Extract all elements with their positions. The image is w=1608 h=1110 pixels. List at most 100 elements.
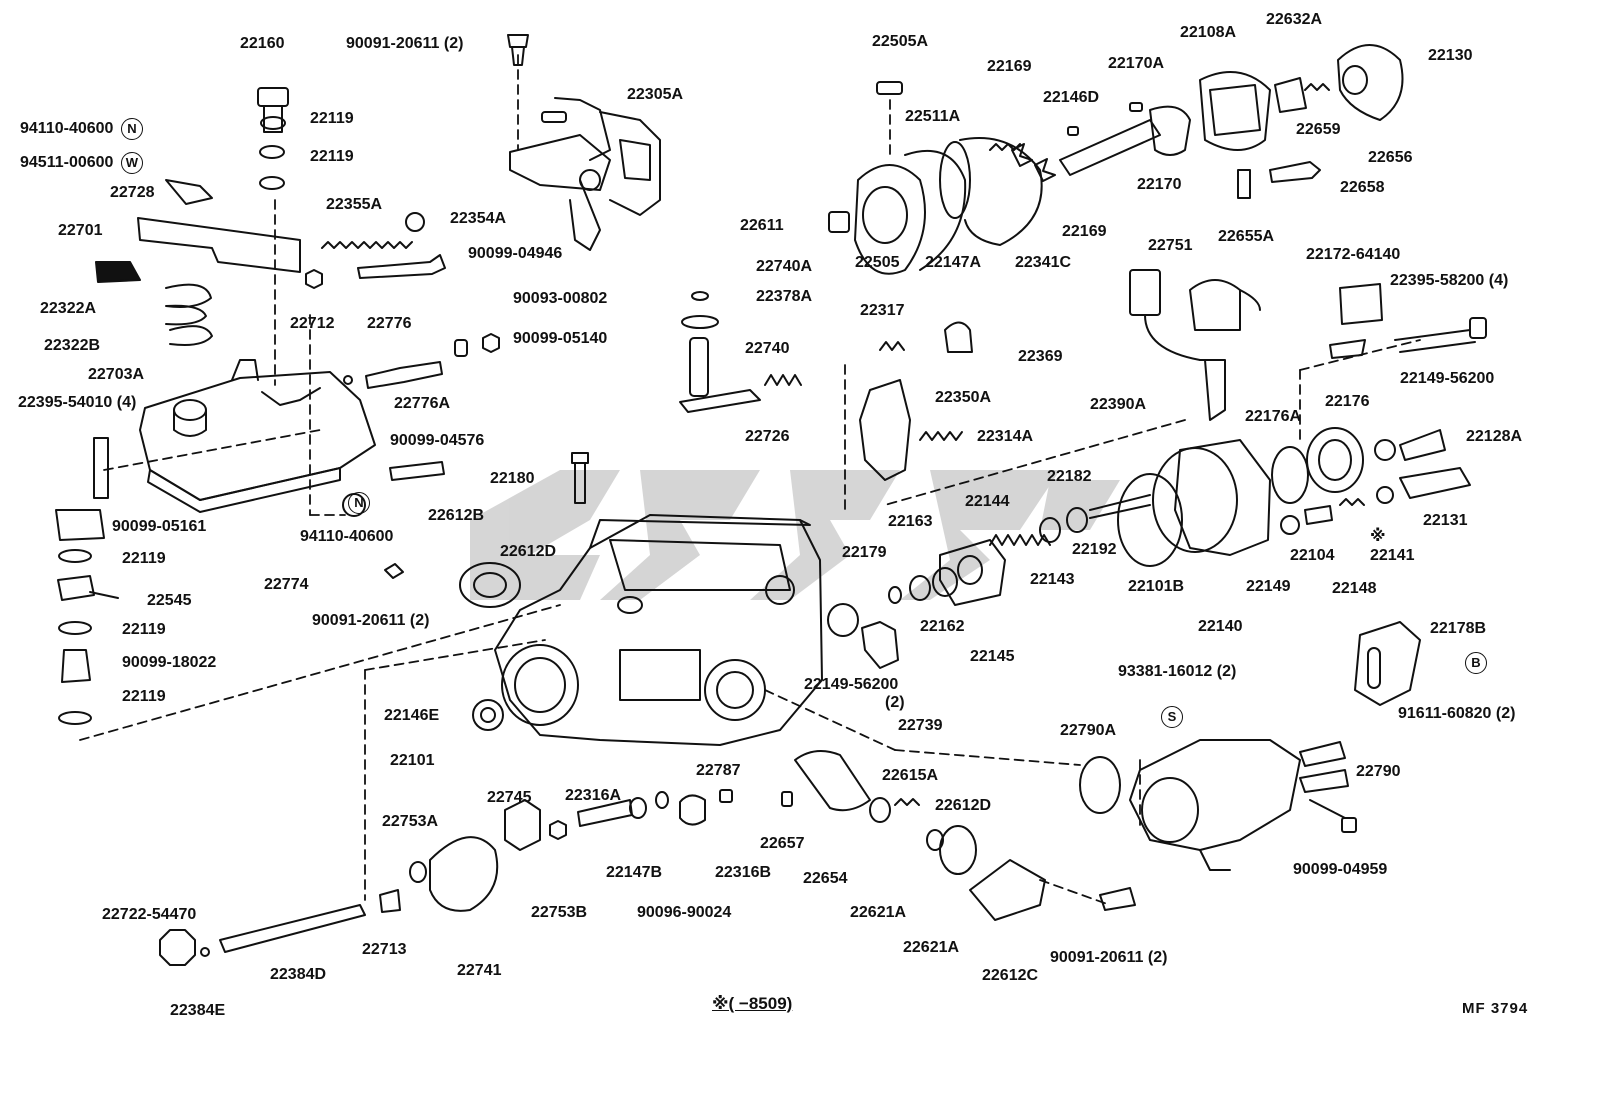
part-label: 22128A <box>1466 428 1523 445</box>
part-label: 22119 <box>310 148 354 165</box>
part-label: 22740A <box>756 258 813 275</box>
plunger-group <box>679 269 1487 481</box>
part-label: 90091-20611 (2) <box>1050 949 1168 966</box>
part-label: 22776A <box>394 395 451 412</box>
part-label: 22739 <box>898 717 943 734</box>
part-label: 91611-60820 (2) <box>1398 705 1516 722</box>
part-label: 22170 <box>1137 176 1182 193</box>
part-label: 90099-04576 <box>390 432 485 449</box>
part-label: 22505A <box>872 33 929 50</box>
part-label: 22703A <box>88 366 145 383</box>
part-label: 90099-18022 <box>122 654 217 671</box>
part-label: 22149 <box>1246 578 1291 595</box>
part-label: 22169 <box>1062 223 1107 240</box>
part-label: 22119 <box>122 688 166 705</box>
part-number: 94110-40600 <box>20 120 114 138</box>
part-label: 22753A <box>382 813 439 830</box>
drive-group <box>159 750 1136 966</box>
delivery-head <box>1089 427 1471 567</box>
part-label: 22322B <box>44 337 101 354</box>
part-label: 22726 <box>745 428 790 445</box>
part-label: 22144 <box>965 493 1010 510</box>
part-label: 90091-20611 (2) <box>346 35 464 52</box>
part-label: 22621A <box>903 939 960 956</box>
marker-label: N <box>345 492 370 514</box>
part-label: 90099-05161 <box>112 518 207 535</box>
part-label: 22119 <box>122 621 166 638</box>
marker-n: N <box>120 118 143 140</box>
part-label: 22180 <box>490 470 535 487</box>
assembly-lines <box>79 54 1421 906</box>
part-label: 22545 <box>147 592 192 609</box>
part-label: 22322A <box>40 300 97 317</box>
part-label: 22163 <box>888 513 933 530</box>
part-label: 22654 <box>803 870 848 887</box>
part-label: 22740 <box>745 340 790 357</box>
part-label: 90099-04946 <box>468 245 563 262</box>
part-label: 22145 <box>970 648 1015 665</box>
part-label: 22101B <box>1128 578 1185 595</box>
marker-w: W <box>120 152 143 174</box>
part-label: 22355A <box>326 196 383 213</box>
part-label: 22119 <box>122 550 166 567</box>
part-label: 22314A <box>977 428 1034 445</box>
part-label: 22119 <box>310 110 354 127</box>
part-label: 22169 <box>987 58 1032 75</box>
part-label: 22141 <box>1370 547 1415 564</box>
part-label: 90091-20611 (2) <box>312 612 430 629</box>
part-label: 94110-40600 N <box>20 118 143 140</box>
part-label: 22131 <box>1423 512 1468 529</box>
part-label: 22776 <box>367 315 412 332</box>
part-label: 22655A <box>1218 228 1275 245</box>
part-label: ※ <box>1370 528 1386 546</box>
marker-s: S <box>1161 706 1183 728</box>
part-label: 22612D <box>500 543 557 560</box>
footnote: ※( −8509) <box>712 994 793 1013</box>
marker-n: N <box>348 492 370 514</box>
part-label: 22305A <box>627 86 684 103</box>
part-label: 22147A <box>925 254 982 271</box>
part-label: 22176 <box>1325 393 1370 410</box>
part-label: 22378A <box>756 288 813 305</box>
pump-body <box>384 452 823 746</box>
part-label: 22182 <box>1047 468 1092 485</box>
part-label: 22712 <box>290 315 335 332</box>
part-label: 22316B <box>715 864 772 881</box>
part-label: 22395-54010 (4) <box>18 394 137 411</box>
part-label: 22170A <box>1108 55 1165 72</box>
marker-label: B <box>1462 652 1487 674</box>
part-label: 22790A <box>1060 722 1117 739</box>
springs-washers <box>827 507 1088 669</box>
lever-group <box>507 34 661 251</box>
part-label: 22395-58200 (4) <box>1390 272 1509 289</box>
part-label: 22354A <box>450 210 507 227</box>
part-label: 94511-00600 W <box>20 152 143 174</box>
part-label: 22722-54470 <box>102 906 197 923</box>
part-label: 22192 <box>1072 541 1117 558</box>
part-label: 22172-64140 <box>1306 246 1401 263</box>
part-label: 22140 <box>1198 618 1243 635</box>
part-label: 22701 <box>58 222 103 239</box>
part-label: 90099-05140 <box>513 330 608 347</box>
part-label: 22179 <box>842 544 887 561</box>
part-label: 22632A <box>1266 11 1323 28</box>
part-label: 22658 <box>1340 179 1385 196</box>
part-label: 94110-40600 <box>300 528 394 545</box>
part-label: 22728 <box>110 184 155 201</box>
part-label: 22108A <box>1180 24 1237 41</box>
part-label: 22745 <box>487 789 532 806</box>
part-label: 22612D <box>935 797 992 814</box>
part-label: 22176A <box>1245 408 1302 425</box>
part-label: 22143 <box>1030 571 1075 588</box>
part-label: 22505 <box>855 254 900 271</box>
part-label: 22160 <box>240 35 285 52</box>
marker-label: S <box>1158 706 1183 728</box>
part-label: 22317 <box>860 302 905 319</box>
cam-group <box>828 44 1404 275</box>
part-label: 22316A <box>565 787 622 804</box>
governor-cover-group <box>55 87 500 725</box>
part-label: 22787 <box>696 762 741 779</box>
advance-group <box>1079 621 1421 871</box>
part-label: 22147B <box>606 864 663 881</box>
